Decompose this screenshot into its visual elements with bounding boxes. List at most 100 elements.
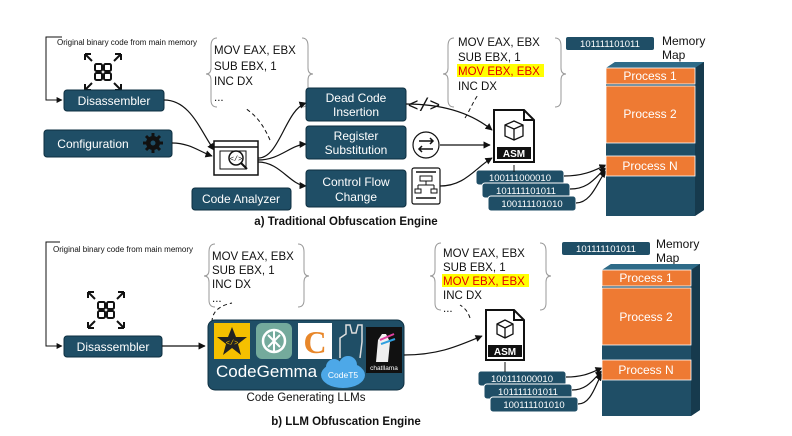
code-out-bottom-line5: ... [443,303,453,315]
binary-stack-bottom: 100111000010 101111101011 100111101010 [477,370,579,413]
asm-file-icon: ASM [493,109,535,163]
gear-icon [143,133,163,153]
openai-logo-icon [256,323,292,359]
disassembler-box-bottom[interactable]: Disassembler [63,335,163,358]
codet5-label: CodeT5 [328,370,359,380]
dead-code-insertion-box[interactable]: Dead Code Insertion [305,87,407,122]
code-in-line4: ... [214,92,224,104]
svg-text:</>: </> [230,156,243,164]
control-flow-label-1: Control Flow [322,175,390,189]
binary-bottom-2: 101111101011 [498,387,558,398]
binary-bottom-1: 100111000010 [491,374,553,385]
process-2-label-bottom: Process 2 [619,310,673,324]
process-1-block [605,67,696,85]
code-out-line1: MOV EAX, EBX [458,37,540,49]
asm-file-icon-bottom: ASM [485,309,525,361]
code-in-bottom-line4: ... [212,293,222,305]
chatllama-logo-icon: chatllama [366,327,402,373]
code-out-brace-right-bottom [539,242,552,311]
process-n-label-bottom: Process N [618,363,673,377]
code-tag-icon: </> [408,97,440,117]
expand-icon-bottom [87,291,125,329]
binary-2: 101111101011 [496,186,556,197]
config-to-analyzer-arrow [171,142,213,158]
code-out-brace-left [442,37,455,108]
llm-code-dashed [211,302,233,323]
register-substitution-box[interactable]: Register Substitution [305,125,407,160]
code-in-bottom-line3: INC DX [212,279,251,291]
to-register-arrow [257,140,307,161]
dead-code-label-1: Dead Code [326,91,387,105]
disassembler-box[interactable]: Disassembler [63,89,165,112]
bin1-to-mem-arrow-bottom [565,367,603,378]
process-n-label: Process N [622,159,677,173]
c-logo-icon: C [298,323,332,360]
traditional-engine-panel: Original binary code from main memory Di… [43,34,705,228]
code-window-icon: </> [213,140,259,176]
bin3-to-mem-arrow [575,170,607,204]
code-analyzer-label: Code Analyzer [202,192,280,206]
code-in-bottom-line1: MOV EAX, EBX [212,251,294,263]
bin2-to-mem-arrow-bottom [571,370,603,391]
code-analyzer-box[interactable]: Code Analyzer [191,187,292,211]
memory-loop-arrow [45,36,63,103]
code-in-brace-left [205,37,218,108]
register-label-1: Register [334,129,379,143]
codet5-cloud-icon: CodeT5 [321,356,365,388]
memory-map: Process 1 Process 2 Process N [605,62,704,216]
code-in-brace-right-bottom [297,243,310,308]
process-1-block-bottom [601,269,692,287]
configuration-box[interactable]: Configuration [43,129,173,158]
bin3-to-mem-arrow-bottom [577,373,603,405]
process-2-block-bottom [601,287,692,346]
llm-box[interactable]: </> C chatllama [207,319,405,391]
deadcode-to-asm-arrow [405,103,493,131]
code-in-brace-left-bottom [203,243,216,308]
highlight-bar [457,64,544,77]
to-controlflow-arrow [257,161,307,190]
bin1-to-mem-arrow [563,164,607,177]
code-in-line3: INC DX [214,76,253,88]
memory-note-bottom: Original binary code from main memory [53,245,193,254]
swap-arrows-icon [412,131,440,159]
code-out-bottom-line3-highlight: MOV EBX, EBX [443,276,525,288]
memory-map-bottom: Process 1 Process 2 Process N [601,264,700,416]
asm-code-dashed [464,94,479,119]
process-2-label: Process 2 [623,107,677,121]
controlflow-to-asm-arrow [439,157,493,187]
control-flow-label-2: Change [335,190,377,204]
process-n-block [605,155,696,177]
analyzer-code-dashed [244,107,271,141]
code-out-brace-right [554,37,567,108]
binary-tag-bottom: 101111101011 [562,242,650,255]
register-label-2: Substitution [325,143,388,157]
disasm-to-analyzer-arrow [163,99,215,151]
process-1-label-bottom: Process 1 [619,271,673,285]
memory-note-line1: Original binary code from main memory [57,38,197,47]
llm-to-asm-arrow [403,335,483,356]
process-2-block [605,85,696,144]
process-1-label: Process 1 [623,69,677,83]
code-out-bottom-line1: MOV EAX, EBX [443,248,525,260]
svg-text:</>: </> [226,340,239,348]
code-in-line1: MOV EAX, EBX [214,45,296,57]
binary-stack: 100111000010 101111101011 100111101010 [475,169,577,212]
configuration-label: Configuration [57,137,128,151]
codegemma-label: CodeGemma [216,362,318,381]
star-logo-icon: </> [214,323,250,359]
memory-map-bottom-label-1: Memory [656,237,699,251]
llama-logo-icon [339,324,363,359]
code-in-bottom-line2: SUB EBX, 1 [212,265,275,277]
flowchart-document-icon [411,167,441,205]
dead-code-label-2: Insertion [333,105,379,119]
caption-a: a) Traditional Obfuscation Engine [254,216,437,228]
caption-b: b) LLM Obfuscation Engine [271,416,421,428]
highlight-bar-bottom [442,274,529,287]
code-out-line4: INC DX [458,81,497,93]
process-n-block-bottom [601,359,692,381]
binary-tag-text: 101111101011 [580,39,640,50]
asm-label-bottom: ASM [494,347,516,358]
memory-note-text: Original binary code from main memory [57,38,197,47]
control-flow-change-box[interactable]: Control Flow Change [305,169,407,208]
